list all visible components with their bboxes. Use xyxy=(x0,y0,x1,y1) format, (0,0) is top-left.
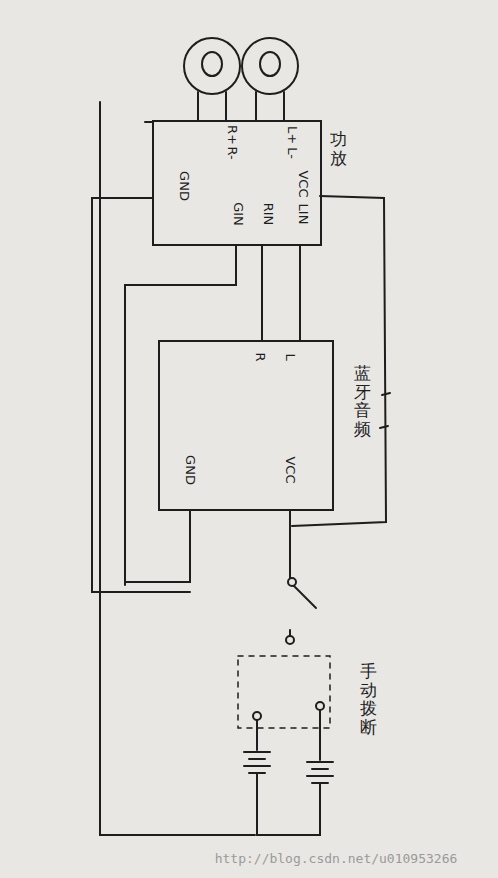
signal-wire xyxy=(299,246,301,340)
terminal xyxy=(316,702,324,710)
node-heading: 功放 xyxy=(330,130,347,167)
battery-symbol xyxy=(257,762,333,835)
pin-label: GND xyxy=(184,455,197,485)
dashed-region xyxy=(238,656,330,728)
wire xyxy=(380,393,390,428)
switch-symbol xyxy=(286,578,316,644)
pin-label: VCC xyxy=(297,170,310,197)
wire xyxy=(125,510,190,582)
pin-label: R+ xyxy=(226,125,239,145)
battery-symbol xyxy=(244,752,270,835)
pin-label: R xyxy=(254,352,267,361)
node-heading: 蓝牙音频 xyxy=(354,364,371,439)
pin-label: RIN xyxy=(262,203,275,226)
pin-label: L xyxy=(284,353,297,360)
terminal xyxy=(253,712,261,720)
wire xyxy=(125,245,236,585)
pin-label: L- xyxy=(286,147,299,159)
pin-label: GND xyxy=(178,171,191,201)
speaker-symbol xyxy=(184,38,240,121)
wire xyxy=(145,121,152,123)
pin-label: R- xyxy=(226,146,239,159)
pin-label: GIN xyxy=(232,202,245,226)
signal-wire xyxy=(261,246,263,340)
wire xyxy=(289,510,291,578)
pin-label: VCC xyxy=(284,456,297,483)
wire xyxy=(92,198,190,592)
wire xyxy=(100,102,255,835)
watermark: http://blog.csdn.net/u010953266 xyxy=(215,852,458,865)
pin-label: L+ xyxy=(286,126,299,144)
bluetooth-module: 蓝牙音频 xyxy=(158,340,334,511)
speaker-symbol xyxy=(242,38,298,121)
note-text: 手动拨断 xyxy=(360,662,377,737)
pin-label: LIN xyxy=(297,204,310,225)
